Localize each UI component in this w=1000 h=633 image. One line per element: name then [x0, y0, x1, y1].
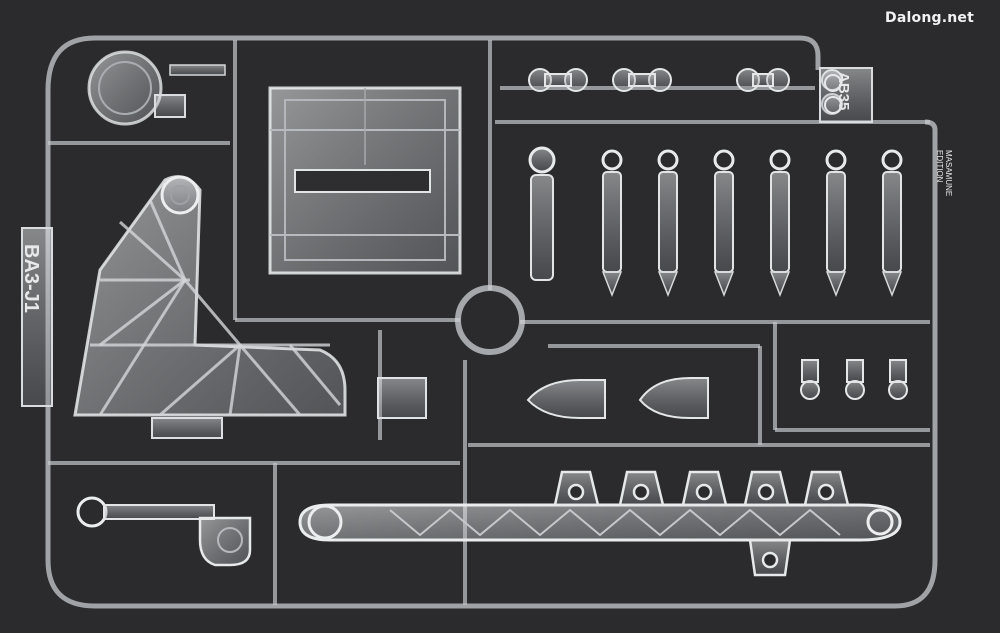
watermark: Dalong.net — [885, 10, 974, 26]
small-hinge-parts — [800, 359, 908, 400]
arm-part — [76, 496, 252, 567]
gate-mark-icon — [824, 74, 842, 92]
runner-tag-plate — [819, 67, 873, 123]
runner-label-small: MASAMUNE EDITION — [935, 150, 953, 197]
runner-label-right: AB35 — [835, 72, 852, 111]
large-panel-part — [268, 86, 462, 275]
truss-frame-part — [73, 175, 347, 439]
round-lens-part — [87, 50, 226, 126]
top-joint-parts — [528, 68, 843, 115]
piston-parts — [528, 146, 903, 298]
gate-mark-icon — [824, 96, 842, 114]
long-beam-part — [298, 470, 902, 577]
connector-parts — [377, 377, 709, 419]
runner-tag-plate-left — [21, 227, 53, 407]
runner-label-left: BA3-J1 — [20, 244, 42, 313]
runner-ring — [455, 285, 525, 355]
outer-frame — [45, 35, 938, 609]
